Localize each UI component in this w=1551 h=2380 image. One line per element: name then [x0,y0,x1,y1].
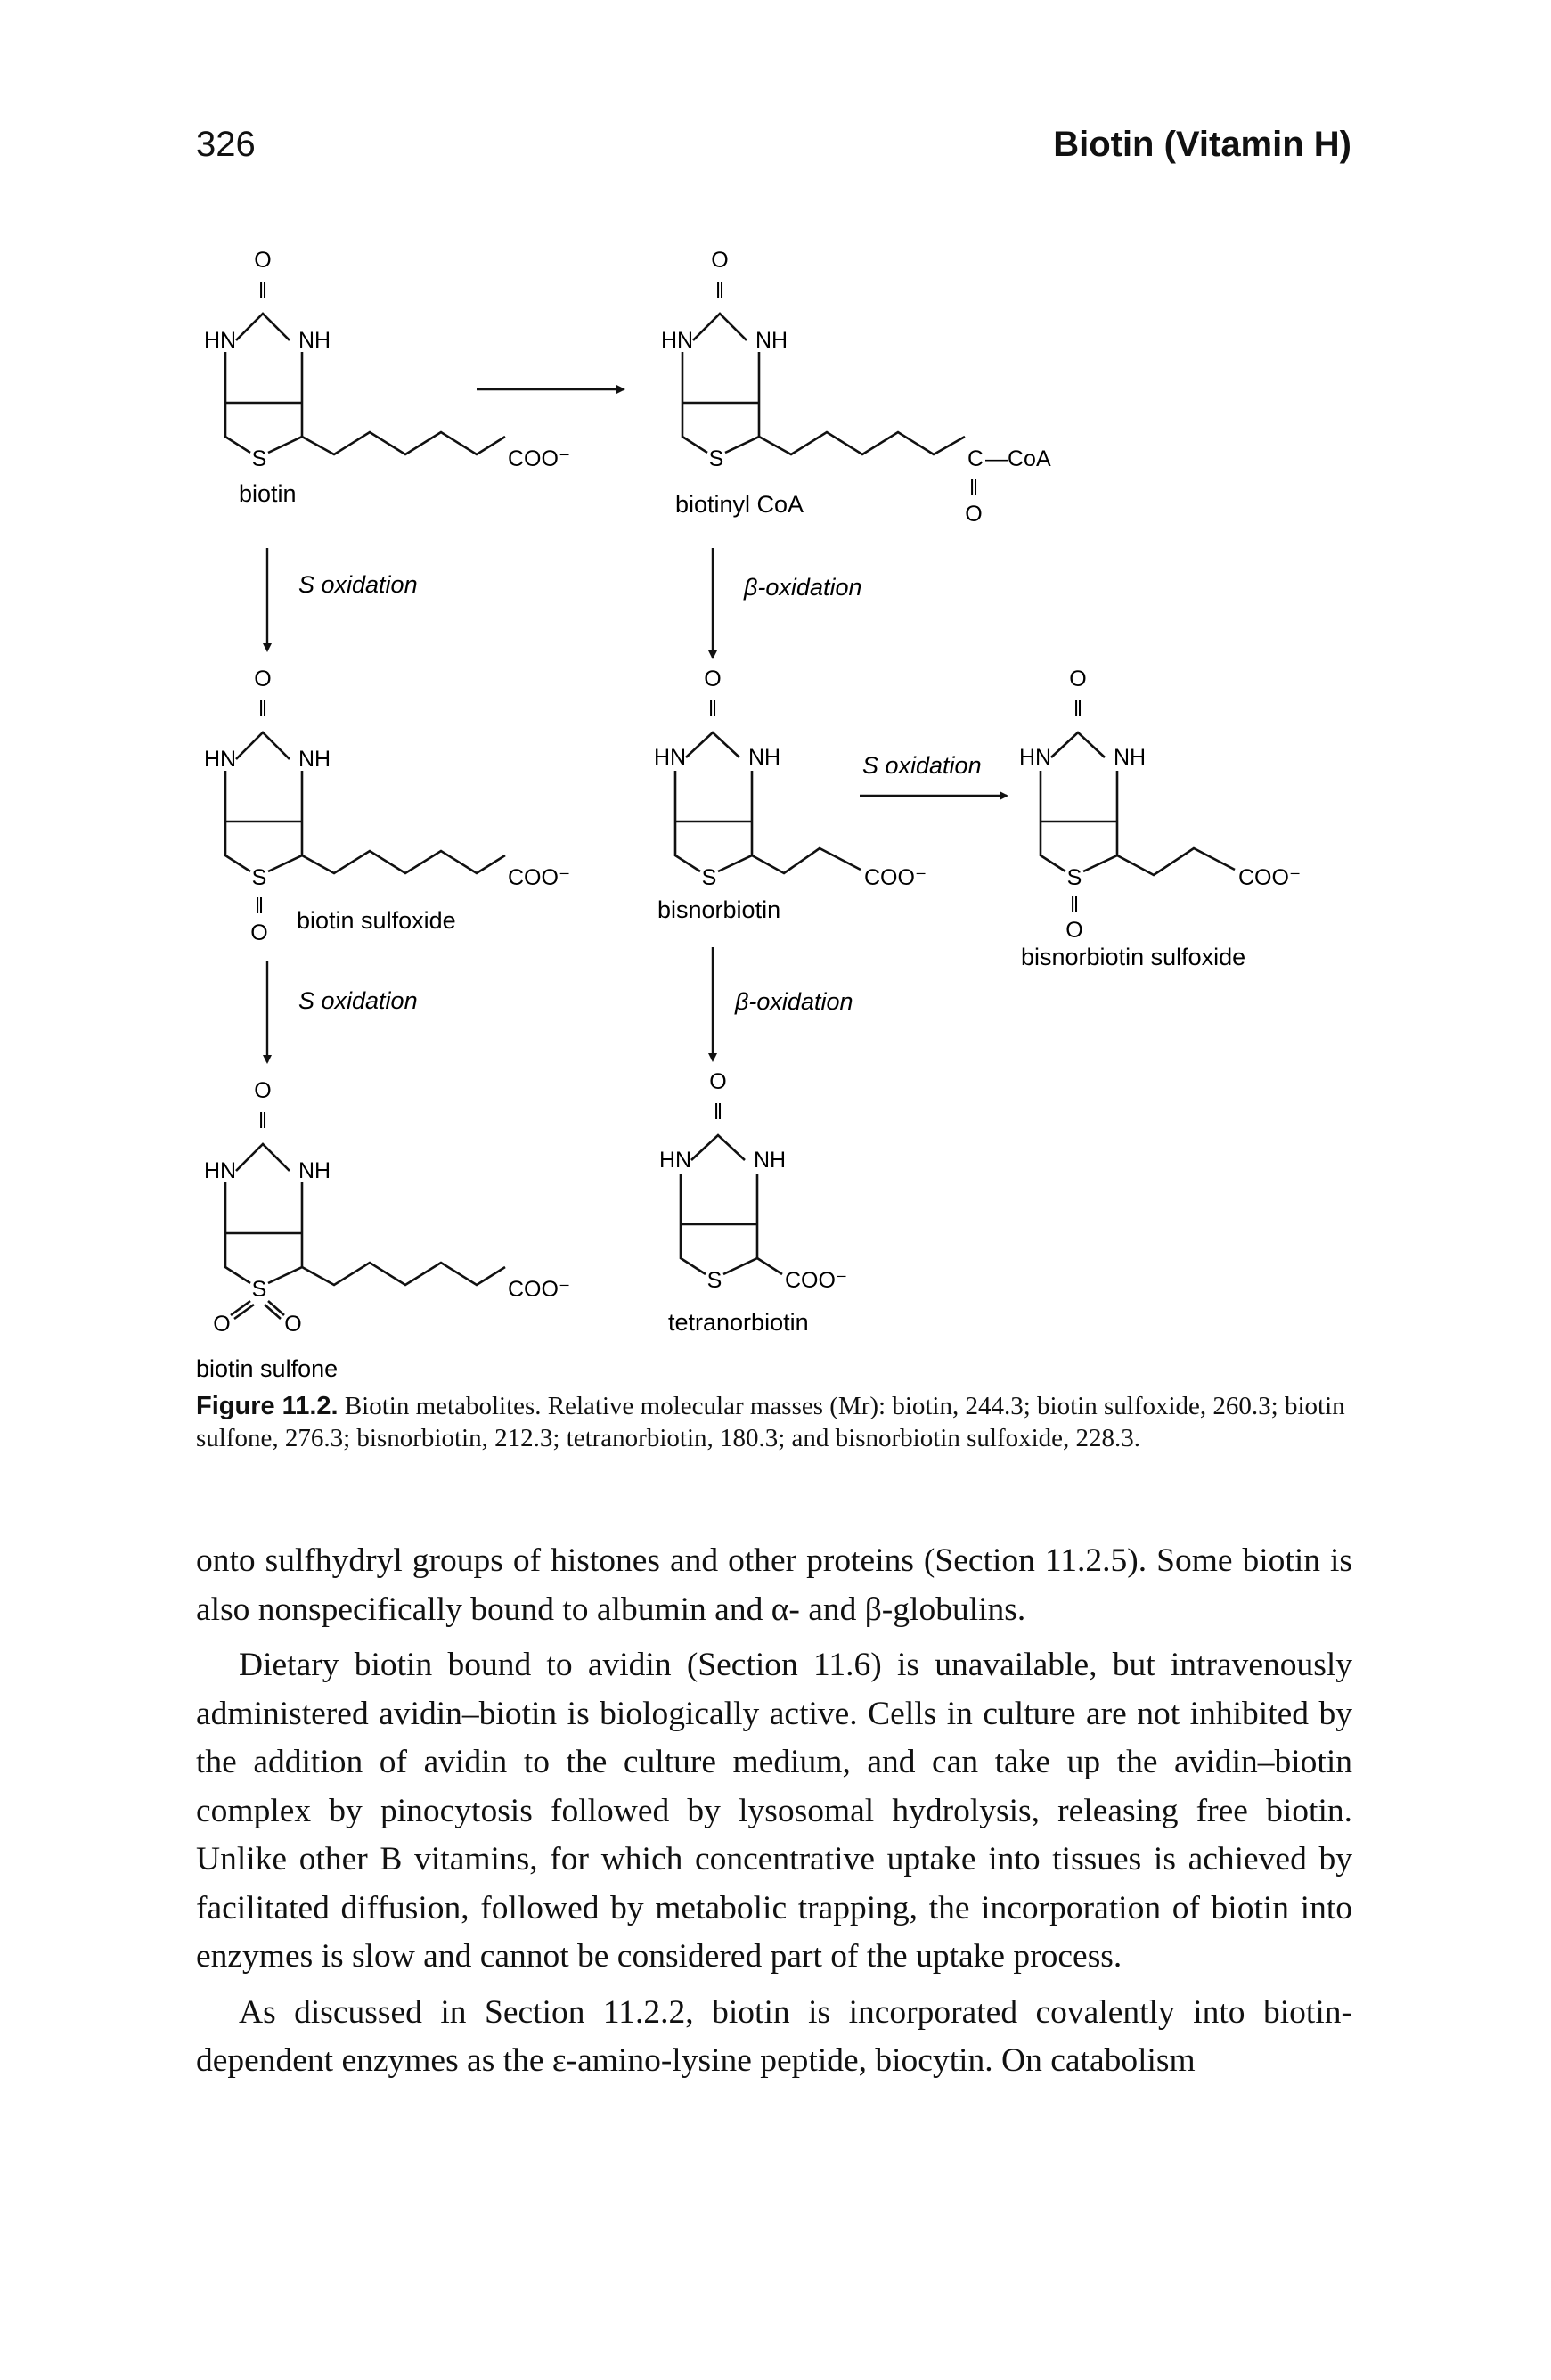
atom-coo: COO⁻ [864,865,927,890]
atom-coo: COO⁻ [508,1277,570,1302]
structure-biotin-sulfoxide: O ‖ HN NH S COO⁻ ‖ O [204,667,570,945]
atom-s: S [252,865,267,890]
label-bisnorbiotin: bisnorbiotin [657,896,780,923]
atom-dbl: ‖ [1070,892,1079,917]
atom-hn: HN [654,745,686,770]
body-text: onto sulfhydryl groups of histones and o… [196,1537,1352,2093]
caption-label: Figure 11.2. [196,1392,339,1420]
atom-dbl: ‖ [258,278,267,303]
atom-s: S [702,865,717,890]
atom-nh: NH [754,1148,786,1173]
atom-o-left: O [213,1312,230,1337]
paragraph-3: As discussed in Section 11.2.2, biotin i… [196,1993,1352,2080]
structure-tetranorbiotin: O ‖ HN NH S COO⁻ [659,1069,847,1293]
structure-biotinyl-coa: O ‖ HN NH S C —CoA ‖ O [661,248,1051,527]
atom-nh: NH [1114,745,1146,770]
atom-dbl: ‖ [969,476,978,501]
label-s-oxidation-3: S oxidation [862,752,982,779]
atom-coo: COO⁻ [508,446,570,471]
atom-dbl: ‖ [714,1100,722,1125]
atom-coa: —CoA [985,446,1051,471]
atom-nh: NH [298,1158,331,1183]
label-biotin-sulfone: biotin sulfone [196,1355,338,1381]
atom-nh: NH [298,747,331,772]
atom-o: O [254,1078,271,1103]
atom-hn: HN [1019,745,1051,770]
figure-caption: Figure 11.2. Biotin metabolites. Relativ… [196,1390,1352,1454]
atom-o: O [709,1069,726,1094]
atom-dbl: ‖ [255,894,264,919]
atom-nh: NH [748,745,780,770]
atom-o: O [965,502,982,527]
atom-o-right: O [284,1312,301,1337]
atom-nh: NH [298,328,331,353]
atom-coo: COO⁻ [508,865,570,890]
atom-dbl: ‖ [1073,697,1082,722]
label-biotin-sulfoxide: biotin sulfoxide [297,907,456,934]
label-s-oxidation-1: S oxidation [298,571,418,598]
running-head: Biotin (Vitamin H) [1053,125,1351,164]
label-bisnorbiotin-sulfoxide: bisnorbiotin sulfoxide [1021,944,1245,970]
atom-coo: COO⁻ [1238,865,1301,890]
label-beta-oxidation-1: β-oxidation [743,574,862,601]
atom-o: O [254,667,271,691]
page-number: 326 [196,125,256,164]
atom-o: O [1065,918,1082,943]
atom-hn: HN [204,1158,236,1183]
paragraph-1: onto sulfhydryl groups of histones and o… [196,1542,1352,1628]
atom-nh: NH [755,328,788,353]
atom-s: S [252,446,267,471]
atom-s: S [707,1268,722,1293]
atom-hn: HN [204,747,236,772]
structure-biotin: O ‖ HN NH S COO⁻ [204,248,570,471]
atom-o: O [254,248,271,273]
atom-hn: HN [204,328,236,353]
atom-s: S [252,1277,267,1302]
atom-hn: HN [659,1148,691,1173]
atom-c: C [967,446,984,471]
atom-s: S [1067,865,1082,890]
atom-coo: COO⁻ [785,1268,847,1293]
biotin-metabolites-figure: O ‖ HN NH S COO⁻ biotin O ‖ HN NH S C —C… [196,248,1301,1381]
atom-o: O [711,248,728,273]
atom-hn: HN [661,328,693,353]
atom-o: O [704,667,721,691]
structure-bisnorbiotin: O ‖ HN NH S COO⁻ [654,667,927,890]
atom-o: O [1069,667,1086,691]
atom-dbl: ‖ [715,278,724,303]
atom-s: S [709,446,724,471]
atom-dbl: ‖ [708,697,717,722]
structure-bisnorbiotin-sulfoxide: O ‖ HN NH S COO⁻ ‖ O [1019,667,1301,943]
atom-o: O [250,920,267,945]
caption-text: Biotin metabolites. Relative molecular m… [196,1392,1345,1452]
atom-dbl: ‖ [258,1108,267,1133]
atom-dbl: ‖ [258,697,267,722]
label-biotinyl-coa: biotinyl CoA [675,491,804,518]
structure-biotin-sulfone: O ‖ HN NH S COO⁻ O O [204,1078,570,1337]
label-s-oxidation-2: S oxidation [298,987,418,1014]
label-beta-oxidation-2: β-oxidation [734,988,853,1015]
paragraph-2: Dietary biotin bound to avidin (Section … [196,1647,1352,1975]
label-tetranorbiotin: tetranorbiotin [668,1309,809,1336]
label-biotin: biotin [239,480,297,507]
